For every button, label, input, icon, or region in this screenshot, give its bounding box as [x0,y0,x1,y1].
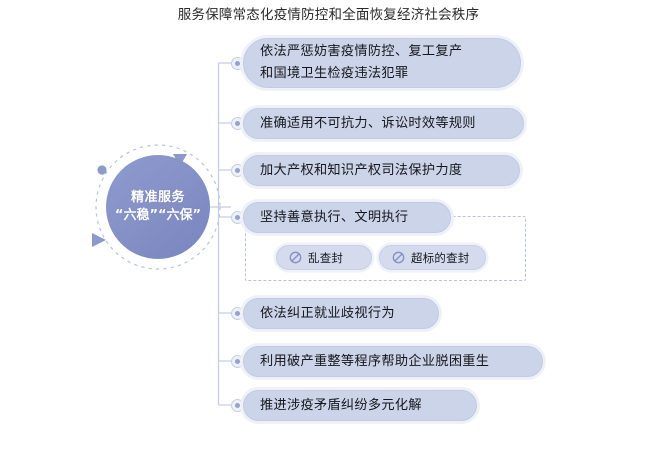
hub-triangle-bottom-left [92,233,106,247]
measure-pill-2-label: 准确适用不可抗力、诉讼时效等规则 [260,116,476,131]
measure-pill-7-label: 推进涉疫矛盾纠纷多元化解 [260,398,422,413]
hub-dot-left [97,165,107,175]
measure-pill-1[interactable]: 依法严惩妨害疫情防控、复工复产 和国境卫生检疫违法犯罪 [243,38,521,88]
measure-pill-4[interactable]: 坚持善意执行、文明执行 [243,202,451,233]
measure-pill-4-label: 坚持善意执行、文明执行 [260,210,409,225]
measure-pill-7[interactable]: 推进涉疫矛盾纠纷多元化解 [243,390,477,421]
prohibition-icon [392,251,405,264]
prohibition-icon [289,251,302,264]
sub-pill-1-label: 乱查封 [308,250,344,265]
measure-pill-2[interactable]: 准确适用不可抗力、诉讼时效等规则 [243,108,524,139]
measure-pill-1-label: 依法严惩妨害疫情防控、复工复产 和国境卫生检疫违法犯罪 [260,44,463,81]
hub-circle[interactable]: 精准服务 “六稳”“六保” [106,155,210,259]
bullet-marker-1 [231,56,244,70]
bullet-marker-3 [231,163,244,177]
sub-pill-1[interactable]: 乱查封 [276,245,372,270]
sub-pill-2[interactable]: 超标的查封 [379,245,486,270]
measure-pill-6[interactable]: 利用破产重整等程序帮助企业脱困重生 [243,346,543,377]
measure-pill-5-label: 依法纠正就业歧视行为 [260,306,395,321]
measure-pill-5[interactable]: 依法纠正就业歧视行为 [243,298,439,329]
measure-pill-3[interactable]: 加大产权和知识产权司法保护力度 [243,155,520,186]
measure-pill-3-label: 加大产权和知识产权司法保护力度 [260,163,463,178]
measure-pill-6-label: 利用破产重整等程序帮助企业脱困重生 [260,354,490,369]
hub-label-line2: “六稳”“六保” [114,208,202,223]
hub-label-line1: 精准服务 [130,190,185,205]
page-title: 服务保障常态化疫情防控和全面恢复经济社会秩序 [177,7,480,22]
sub-pill-2-label: 超标的查封 [411,250,470,265]
